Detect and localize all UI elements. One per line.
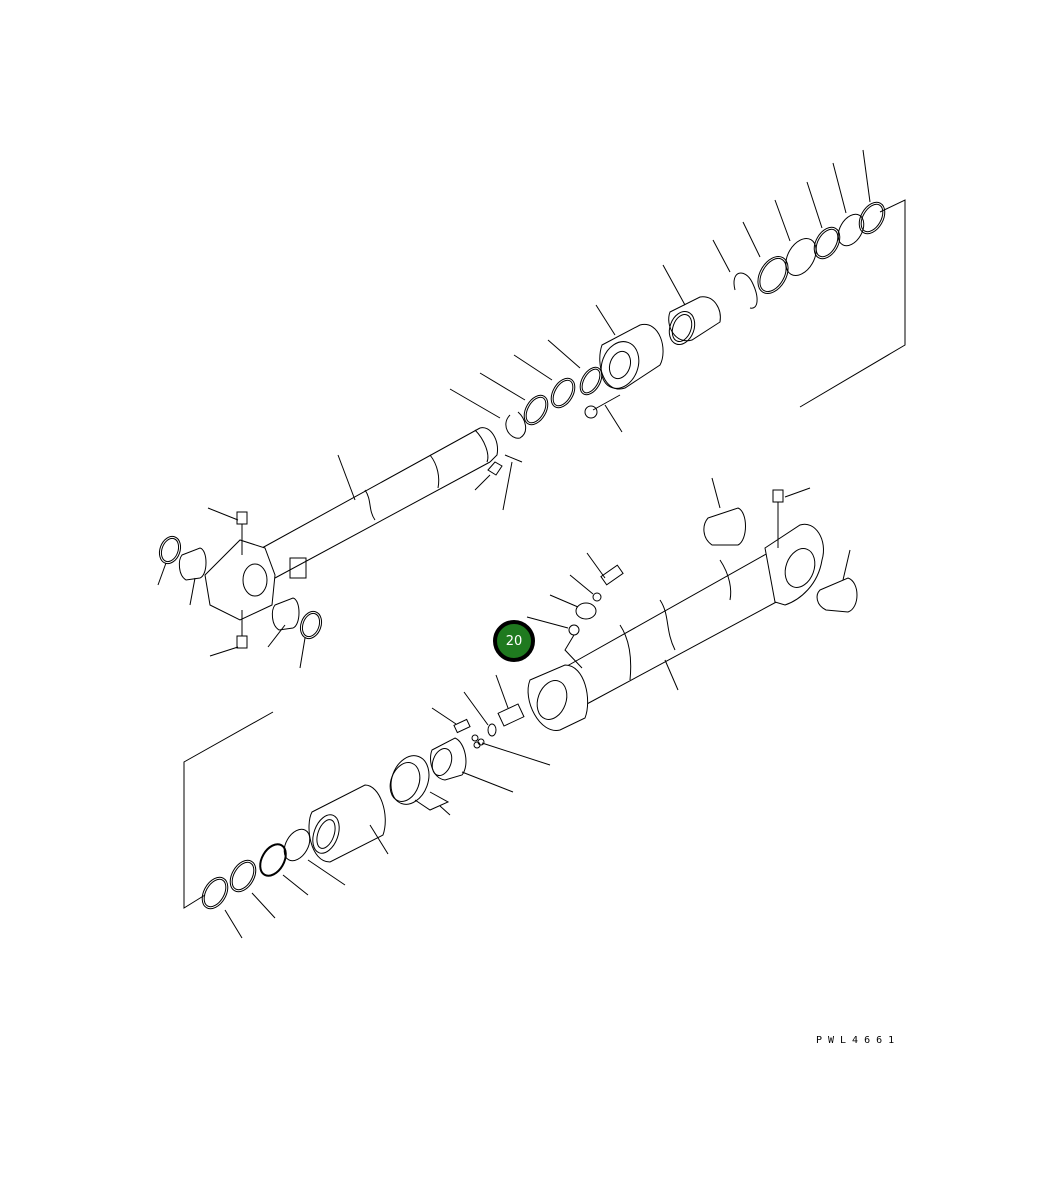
callout-label: 20	[505, 633, 523, 649]
rod-eye-end	[157, 507, 323, 669]
callout-badge-20[interactable]: 20	[493, 620, 535, 662]
rod-seal-rings	[449, 339, 603, 439]
gland-and-bushing	[584, 264, 721, 433]
drawing-code-label: PWL4661	[816, 1035, 901, 1046]
piston-rod	[261, 427, 523, 579]
upper-seal-rings	[712, 149, 886, 309]
lower-piston-parts	[183, 674, 551, 939]
upper-group-bracket	[799, 199, 906, 408]
cylinder-tube	[526, 477, 858, 731]
